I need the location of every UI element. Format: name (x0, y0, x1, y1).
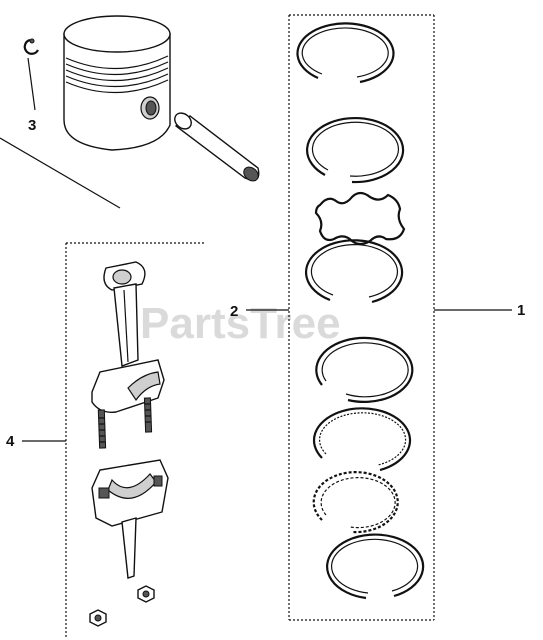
callout-4: 4 (6, 433, 66, 450)
callout-1-label: 1 (517, 302, 525, 319)
piston-ring-8 (326, 533, 425, 600)
piston-section-divider (0, 137, 121, 209)
piston-ring-2 (306, 116, 405, 184)
callout-3: 3 (27, 57, 36, 134)
rod-assembly-box (65, 242, 205, 637)
wrist-pin-icon (174, 112, 260, 182)
piston-ring-5 (315, 336, 414, 404)
callout-2: 2 (230, 303, 289, 320)
callout-4-label: 4 (6, 433, 15, 450)
nut-icon (89, 609, 107, 627)
piston-ring-6-oil (312, 407, 412, 472)
piston-rings-icon (296, 22, 425, 600)
rod-cap-icon (91, 459, 169, 579)
callout-1: 1 (434, 302, 525, 319)
piston-ring-4 (304, 239, 404, 304)
piston-icon (63, 15, 171, 151)
callout-3-label: 3 (28, 117, 36, 134)
retaining-ring-icon (23, 38, 39, 55)
piston-ring-7-expander (312, 471, 399, 534)
ring-set-box (288, 14, 435, 621)
piston-ring-1 (296, 22, 395, 84)
nut-icon (137, 585, 155, 603)
piston-ring-3-wavy (314, 191, 406, 246)
callout-2-label: 2 (230, 303, 238, 320)
connecting-rod-icon (91, 261, 165, 449)
watermark-text: PartsTree (140, 299, 341, 348)
